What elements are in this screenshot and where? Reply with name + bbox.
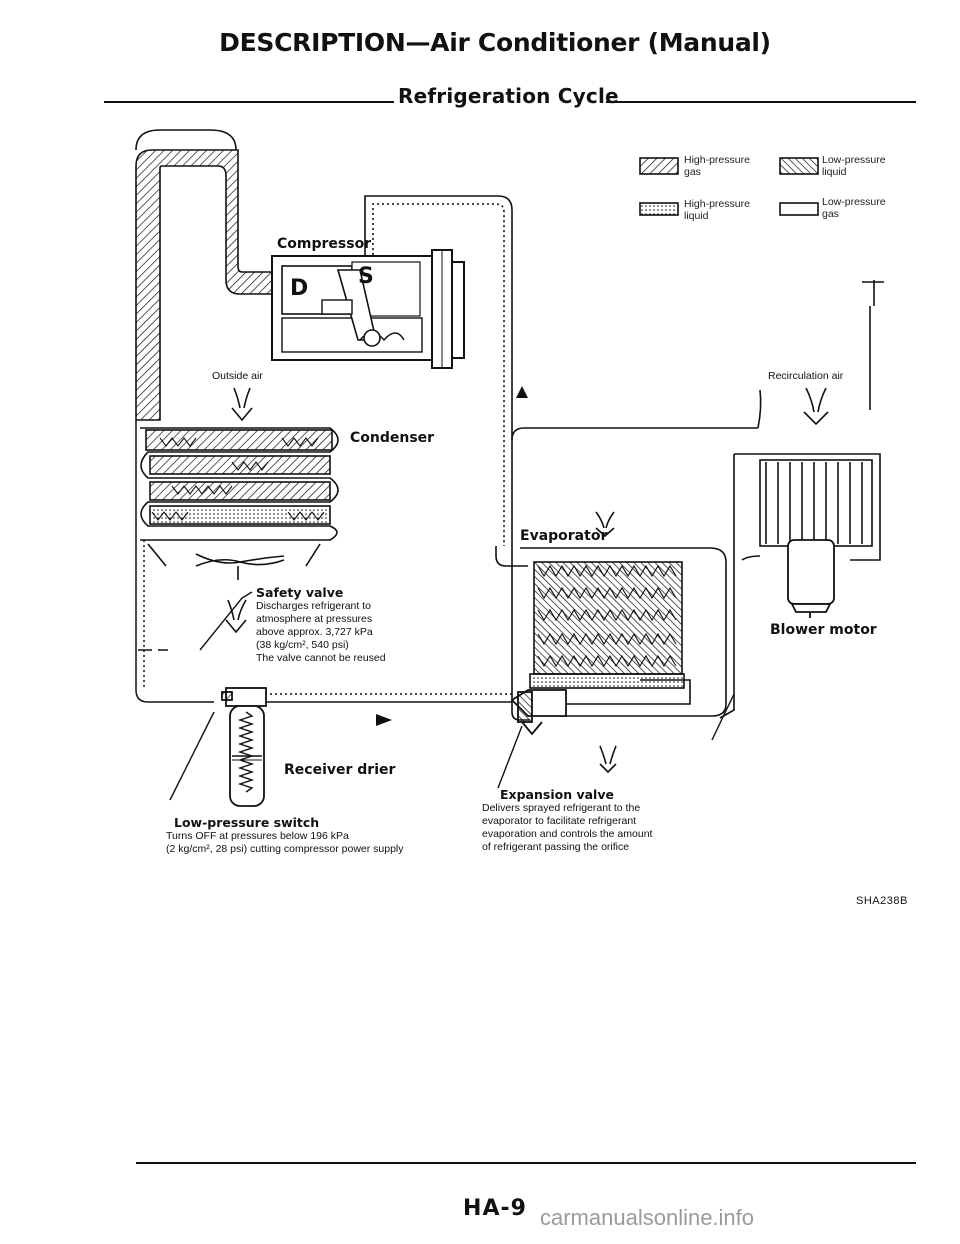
expansion-valve-line: Delivers sprayed refrigerant to the	[482, 802, 641, 814]
outside-air-arrow	[231, 387, 253, 422]
legend-low-pressure-gas: Low-pressure gas	[822, 196, 886, 220]
low-pressure-gas-line	[364, 195, 528, 567]
receiver-drier-label: Receiver drier	[284, 762, 396, 778]
safety-valve-line: above approx. 3,727 kPa	[256, 626, 373, 638]
recirculation-air-arrow	[803, 387, 829, 426]
low-pressure-switch-line: (2 kg/cm², 28 psi) cutting compressor po…	[166, 843, 404, 855]
compressor	[271, 249, 465, 369]
safety-valve-arrow	[225, 599, 247, 634]
evaporator-label: Evaporator	[520, 528, 608, 544]
receiver-drier	[221, 687, 267, 807]
expansion-valve-title: Expansion valve	[500, 787, 614, 802]
safety-valve-note: Safety valve Discharges refrigerant to a…	[256, 585, 386, 665]
low-pressure-switch-line: Turns OFF at pressures below 196 kPa	[166, 830, 349, 842]
suction-letter: S	[358, 264, 374, 289]
legend-high-pressure-liquid: High-pressure liquid	[684, 198, 750, 222]
outside-air-label: Outside air	[212, 370, 263, 382]
condenser	[140, 427, 339, 541]
safety-valve-line: The valve cannot be reused	[256, 652, 386, 664]
safety-valve-title: Safety valve	[256, 585, 344, 600]
recirculation-duct	[511, 280, 884, 441]
safety-valve-line: (38 kg/cm², 540 psi)	[256, 639, 349, 651]
expansion-valve-note: Expansion valve Delivers sprayed refrige…	[482, 787, 652, 854]
leader-lines	[169, 591, 735, 801]
expansion-valve	[510, 689, 567, 736]
footer-rule	[136, 1162, 916, 1164]
expansion-valve-line: of refrigerant passing the orifice	[482, 841, 630, 853]
legend-high-pressure-gas: High-pressure gas	[684, 154, 750, 178]
condenser-fan	[147, 543, 321, 580]
low-pressure-switch-title: Low-pressure switch	[174, 815, 320, 830]
legend-low-pressure-liquid: Low-pressure liquid	[822, 154, 886, 178]
legend-swatches	[639, 157, 819, 216]
condenser-label: Condenser	[350, 430, 435, 446]
page-title: DESCRIPTION—Air Conditioner (Manual)	[219, 28, 771, 57]
expansion-valve-line: evaporation and controls the amount	[482, 828, 653, 840]
blower-motor-label: Blower motor	[770, 622, 877, 638]
blower-motor	[787, 539, 835, 618]
high-pressure-liquid-line	[135, 420, 512, 703]
section-subtitle: Refrigeration Cycle	[398, 84, 619, 108]
spray-arrow	[599, 745, 617, 774]
subtitle-rule-left	[104, 101, 394, 103]
compressor-label: Compressor	[277, 236, 372, 252]
evaporator-air-arrow	[595, 511, 615, 538]
safety-valve-line: atmosphere at pressures	[256, 613, 373, 625]
high-pressure-gas-line	[135, 129, 283, 421]
recirculation-air-label: Recirculation air	[768, 370, 844, 382]
evaporator	[511, 546, 727, 721]
watermark: carmanualsonline.info	[540, 1205, 755, 1230]
flow-arrow-right	[376, 714, 392, 726]
discharge-letter: D	[290, 276, 309, 301]
safety-valve-line: Discharges refrigerant to	[256, 600, 371, 612]
subtitle-rule-right	[606, 101, 916, 103]
low-pressure-switch-note: Low-pressure switch Turns OFF at pressur…	[166, 815, 404, 856]
expansion-valve-line: evaporator to facilitate refrigerant	[482, 815, 637, 827]
flow-arrow-up	[516, 386, 528, 398]
figure-code: SHA238B	[856, 895, 908, 907]
page-number: HA-9	[463, 1196, 527, 1221]
